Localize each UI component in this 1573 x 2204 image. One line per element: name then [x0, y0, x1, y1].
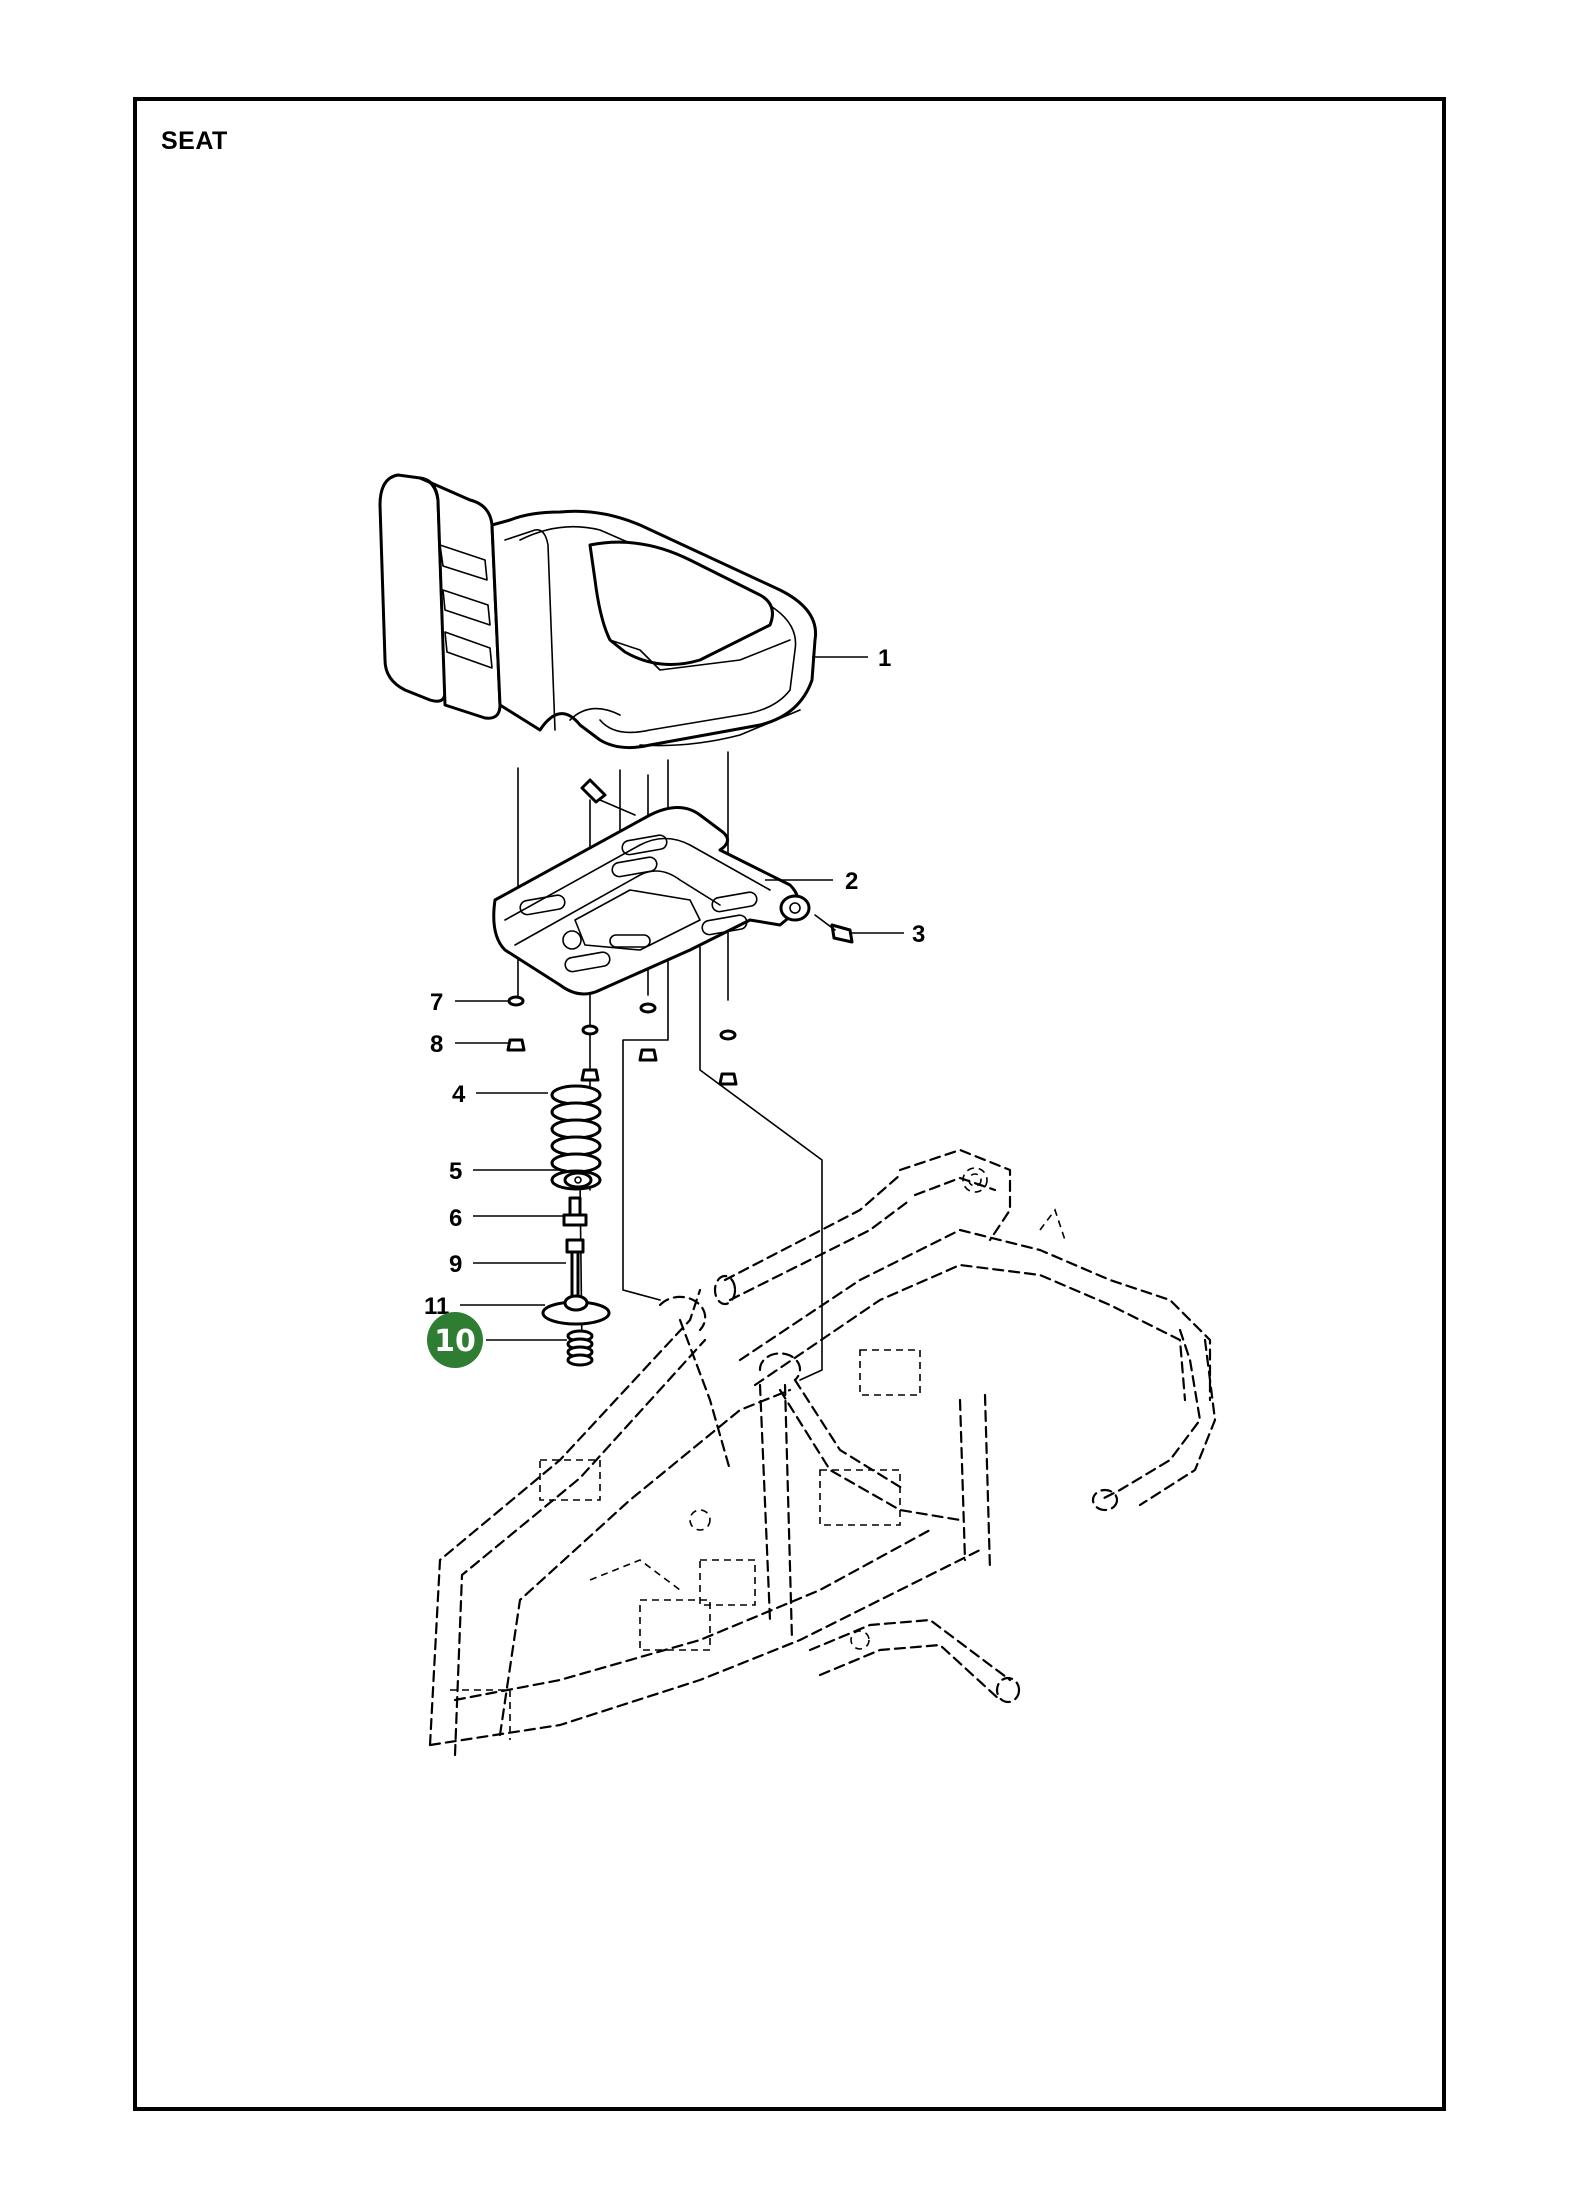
chassis-frame: [428, 1148, 1217, 1757]
washer-parts-7: [507, 995, 737, 1041]
spring-part-10: [566, 1329, 594, 1367]
bolt-part-3: [814, 914, 854, 944]
callout-8: 8: [430, 1031, 443, 1058]
callout-4: 4: [452, 1081, 466, 1108]
page-frame: SEAT: [133, 97, 1446, 2111]
callout-6: 6: [449, 1205, 462, 1232]
callout-5: 5: [449, 1158, 462, 1185]
leader-lines: [455, 656, 904, 1341]
callout-7: 7: [430, 989, 443, 1016]
page-title: SEAT: [161, 127, 228, 155]
bolt-part-6: [562, 1196, 588, 1227]
seat-plate-part: [492, 778, 811, 996]
washer-part-5: [563, 1171, 593, 1189]
callout-labels: 1 2 3 4 5 6 7 8 9 11 10: [424, 645, 925, 1368]
callout-3: 3: [912, 921, 925, 948]
highlight-badge: [427, 1312, 483, 1368]
cap-part-11: [541, 1294, 611, 1326]
bolt-parts-8: [506, 1038, 738, 1086]
callout-10: 10: [434, 1324, 476, 1359]
callout-2: 2: [845, 868, 858, 895]
callout-9: 9: [449, 1251, 462, 1278]
seat-part: [378, 473, 818, 750]
callout-1: 1: [878, 645, 891, 672]
